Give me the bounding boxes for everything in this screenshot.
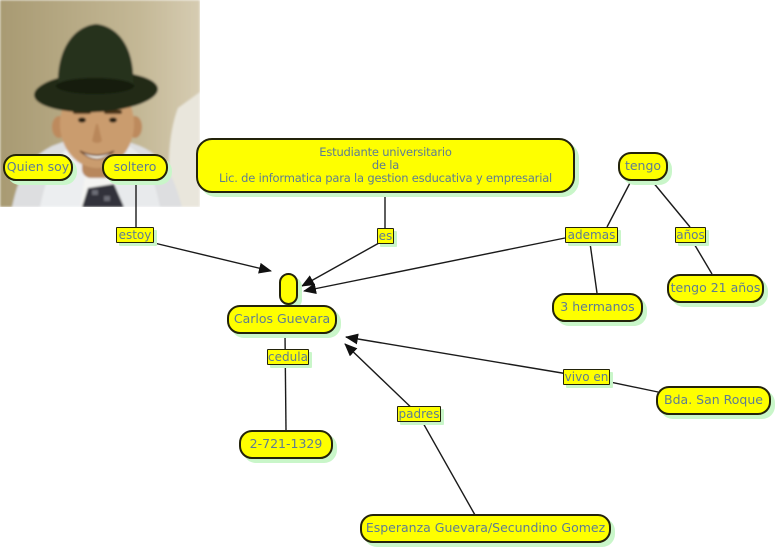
link-estoy-oval: [149, 241, 272, 274]
linking-phrase-es[interactable]: es: [377, 228, 394, 244]
estudiante-line-1: Estudiante universitario: [319, 144, 452, 159]
concept-esperanza-secundino[interactable]: Esperanza Guevara/Secundino Gomez: [360, 514, 611, 543]
concept-tengo-21-anos[interactable]: tengo 21 años: [667, 274, 764, 303]
concept-3-hermanos[interactable]: 3 hermanos: [552, 293, 643, 322]
link-ademas-hermanos: [589, 242, 598, 294]
link-bda-vivoen-carlos: [345, 333, 659, 393]
linking-phrase-ademas[interactable]: ademas: [565, 227, 618, 243]
linking-phrase-padres[interactable]: padres: [397, 406, 441, 422]
concept-quien-soy[interactable]: Quien soy: [3, 154, 73, 181]
estudiante-line-3: Lic. de informatica para la gestion esdu…: [218, 171, 553, 186]
empty-concept-oval[interactable]: [279, 273, 298, 305]
concept-carlos-guevara[interactable]: Carlos Guevara: [227, 305, 337, 334]
linking-phrase-cedula[interactable]: cedula: [267, 349, 309, 365]
linking-phrase-estoy[interactable]: estoy: [116, 227, 154, 243]
concept-estudiante[interactable]: Estudiante universitario de la Lic. de i…: [196, 138, 575, 193]
photo-shapes: [0, 0, 200, 207]
link-ademas-oval: [303, 237, 566, 295]
link-es-oval: [301, 242, 380, 287]
photo-of-carlos[interactable]: [0, 0, 200, 207]
concept-cedula-number[interactable]: 2-721-1329: [239, 430, 333, 459]
estudiante-line-2: de la: [371, 157, 400, 172]
link-tengo-anos: [651, 180, 691, 228]
concept-tengo[interactable]: tengo: [618, 152, 668, 181]
concept-soltero[interactable]: soltero: [102, 154, 168, 181]
link-tengo-ademas: [606, 180, 632, 228]
linking-phrase-anos[interactable]: años: [675, 227, 706, 243]
concept-bda-san-roque[interactable]: Bda. San Roque: [656, 386, 771, 415]
link-esperanza-padres-carlos: [344, 343, 476, 516]
link-anos-tengo21: [692, 241, 713, 275]
linking-phrase-vivo-en[interactable]: vivo en: [563, 369, 610, 385]
